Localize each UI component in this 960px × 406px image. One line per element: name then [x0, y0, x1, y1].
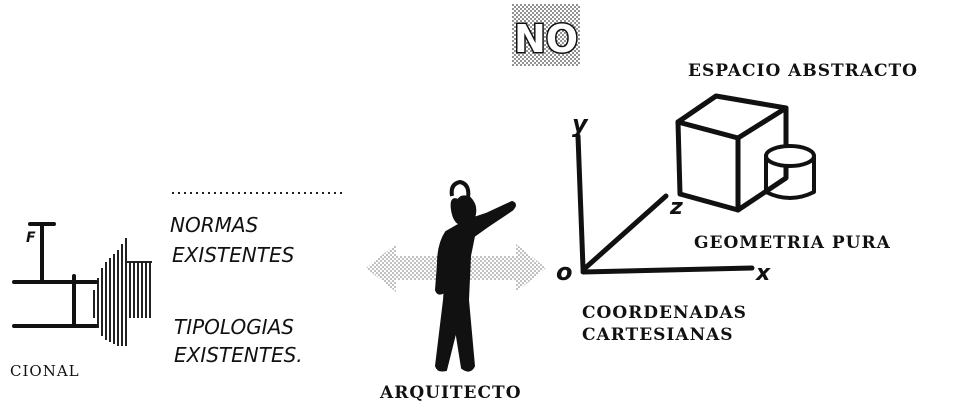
cube-top-face [675, 93, 789, 141]
x-axis-label: x [755, 261, 771, 286]
normas-line1: NORMAS [170, 213, 259, 237]
normas-line2: EXISTENTES [172, 243, 295, 267]
normas-existentes-note: NORMAS EXISTENTES [170, 213, 295, 267]
x-axis [580, 265, 755, 275]
geometria-pura-label: GEOMETRIA PURA [694, 233, 891, 253]
no-stamp-background [512, 4, 580, 66]
arquitecto-label: ARQUITECTO [379, 383, 522, 403]
espacio-abstracto-label: ESPACIO ABSTRACTO [688, 61, 918, 81]
tipologias-line1: TIPOLOGIAS [174, 315, 294, 339]
no-stamp: NO [512, 4, 580, 66]
coordenadas-label-line1: COORDENADAS [582, 303, 747, 323]
cube-front-face [675, 119, 741, 213]
cional-label: CIONAL [10, 362, 80, 380]
y-axis [575, 133, 586, 271]
cylinder-drawing [764, 144, 816, 200]
tipologias-existentes-note: TIPOLOGIAS EXISTENTES. [174, 315, 303, 367]
z-axis-label: z [669, 195, 683, 220]
z-axis [580, 193, 669, 273]
left-structure [12, 222, 98, 328]
tipologias-line2: EXISTENTES. [174, 343, 303, 367]
cartesian-axes [575, 133, 755, 275]
y-axis-label: y [572, 110, 589, 138]
architect-figure [434, 179, 516, 372]
cylinder-body [764, 154, 816, 200]
f-label: F [26, 230, 36, 246]
coordenadas-label-line2: CARTESIANAS [582, 325, 734, 345]
cube-right-face [735, 105, 789, 213]
cylinder-top [764, 144, 816, 168]
cube-drawing [675, 93, 789, 213]
hatched-element [93, 238, 152, 346]
origin-label: o [556, 258, 573, 286]
no-label: NO [514, 17, 578, 61]
architect-silhouette [434, 195, 516, 372]
architect-head-outline [449, 179, 471, 199]
